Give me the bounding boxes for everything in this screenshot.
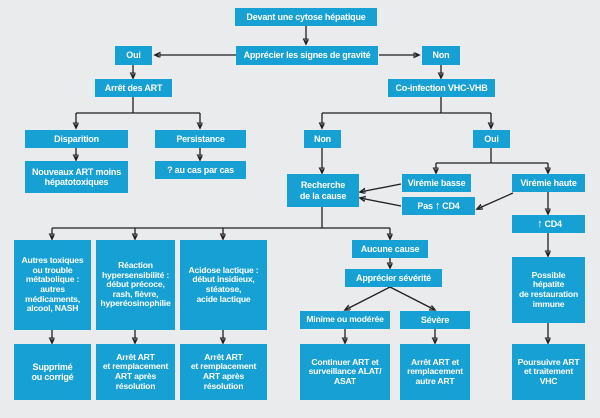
pas-label: Pas xyxy=(417,200,433,211)
node-arret-art-remplacement-2[interactable]: Arrêt ART et remplacement ART après réso… xyxy=(180,344,267,400)
node-au-cas-par-cas[interactable]: ? au cas par cas xyxy=(155,161,246,179)
node-root[interactable]: Devant une cytose hépatique xyxy=(235,8,377,26)
node-apprecier-severite[interactable]: Apprécier sévérité xyxy=(345,269,442,287)
node-acidose-lactique[interactable]: Acidose lactique : début insidieux, stéa… xyxy=(180,240,267,330)
node-arret-art-autre[interactable]: Arrêt ART et remplacement autre ART xyxy=(400,344,470,400)
node-aucune-cause[interactable]: Aucune cause xyxy=(352,240,428,258)
node-viremie-haute[interactable]: Virémie haute xyxy=(512,174,585,192)
node-viremie-basse[interactable]: Virémie basse xyxy=(402,174,471,192)
node-arret-des-art[interactable]: Arrêt des ART xyxy=(95,79,172,97)
node-coinfection-non[interactable]: Non xyxy=(304,130,341,148)
node-nouveaux-art[interactable]: Nouveaux ART moins hépatotoxiques xyxy=(25,161,128,193)
node-continuer-art[interactable]: Continuer ART et surveillance ALAT/ ASAT xyxy=(300,344,390,400)
node-minime-ou-moderee[interactable]: Minime ou modérée xyxy=(300,311,390,329)
cd4-label: CD4 xyxy=(442,200,460,211)
node-cd4-increase[interactable]: ↑ CD4 xyxy=(512,215,585,233)
up-arrow-icon: ↑ xyxy=(537,217,543,230)
node-coinfection-oui[interactable]: Oui xyxy=(473,130,510,148)
node-recherche-de-la-cause[interactable]: Recherche de la cause xyxy=(287,174,359,207)
node-gravite-non[interactable]: Non xyxy=(422,46,460,65)
node-gravite-oui[interactable]: Oui xyxy=(115,46,152,65)
node-severe[interactable]: Sévère xyxy=(400,311,470,329)
node-reaction-hypersensibilite[interactable]: Réaction hypersensibilité : début précoc… xyxy=(96,240,175,330)
node-pas-cd4[interactable]: Pas ↑ CD4 xyxy=(402,197,475,215)
up-arrow-icon: ↑ xyxy=(434,199,441,212)
node-persistance[interactable]: Persistance xyxy=(155,130,246,148)
node-co-infection-vhc-vhb[interactable]: Co-infection VHC-VHB xyxy=(388,79,495,97)
cd4-label: CD4 xyxy=(544,218,562,229)
node-apprecier-gravite[interactable]: Apprécier les signes de gravité xyxy=(236,46,378,65)
node-arret-art-remplacement-1[interactable]: Arrêt ART et remplacement ART après réso… xyxy=(96,344,175,400)
node-disparition[interactable]: Disparition xyxy=(25,130,128,148)
node-supprime-ou-corrige[interactable]: Supprimé ou corrigé xyxy=(14,344,91,400)
node-autres-toxiques[interactable]: Autres toxiques ou trouble métabolique :… xyxy=(14,240,91,330)
node-possible-hepatite[interactable]: Possible hépatite de restauration immune xyxy=(512,257,585,323)
node-poursuivre-art[interactable]: Poursuivre ART et traitement VHC xyxy=(512,344,585,400)
